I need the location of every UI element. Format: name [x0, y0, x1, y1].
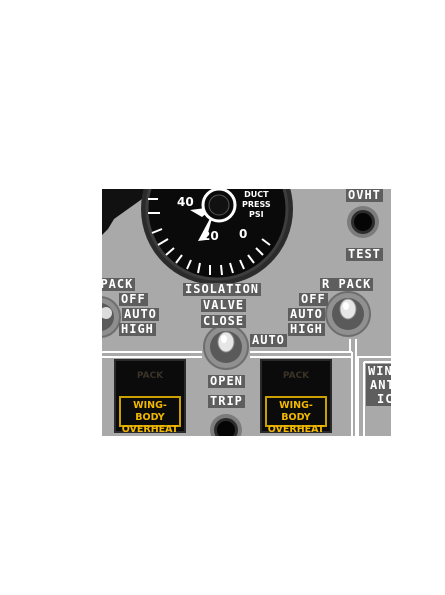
isolation-valve-auto: AUTO [250, 333, 287, 347]
gauge-label-psi: PSI [249, 210, 264, 219]
left-wing-body-overheat-light: WING-BODY OVERHEAT [119, 396, 181, 435]
ovht-label: OVHT [346, 189, 383, 202]
right-pack-off: OFF [299, 292, 328, 306]
panel-outline-lines [102, 339, 391, 436]
isolation-valve-switch[interactable] [205, 326, 247, 368]
trip-light-graphic [210, 414, 242, 436]
right-pack-switch-graphic [325, 291, 371, 337]
right-pack-high: HIGH [288, 322, 325, 336]
right-wbo-line2: OVERHEAT [267, 424, 325, 435]
gauge-bezel-shadow [102, 189, 152, 235]
gauge-tick-40: 40 [177, 195, 194, 209]
right-pack-switch[interactable] [327, 293, 369, 335]
right-pack-title: R PACK [320, 277, 374, 291]
left-pack-auto: AUTO [122, 307, 159, 321]
left-wing-body-overheat-annunciator: PACK WING-BODY OVERHEAT [114, 359, 186, 435]
right-wing-body-overheat-light: WING-BODY OVERHEAT [265, 396, 327, 435]
ovht-test-button-graphic [347, 206, 379, 238]
gauge-unit-label: DUCT PRESS PSI [242, 190, 271, 220]
gauge-tick-0-right: 0 [239, 227, 248, 241]
wing-anti-ice-label: WING ANTI ICE [366, 364, 391, 406]
isolation-valve-switch-graphic [203, 324, 249, 370]
gauge-label-press: PRESS [242, 200, 271, 209]
right-pack-auto: AUTO [288, 307, 325, 321]
test-label: TEST [346, 247, 383, 261]
isolation-valve-title-line1: ISOLATION [183, 282, 262, 296]
trip-label: TRIP [208, 394, 245, 408]
left-wbo-line1: WING-BODY [133, 400, 167, 423]
left-wbo-line2: OVERHEAT [121, 424, 179, 435]
left-pack-off: OFF [119, 292, 148, 306]
isolation-valve-close: CLOSE [201, 314, 247, 328]
gauge-label-duct: DUCT [244, 190, 269, 199]
panel-graphics [102, 189, 391, 436]
left-pack-switch-graphic [102, 296, 121, 338]
right-pack-annunciator-label: PACK [282, 371, 310, 381]
left-pack-annunciator-label: PACK [136, 371, 164, 381]
wing-anti-ice-line3: ICE [377, 392, 391, 406]
duct-pressure-gauge [141, 189, 293, 285]
gauge-tick-20: 20 [202, 229, 219, 243]
left-pack-switch[interactable] [102, 297, 122, 337]
isolation-valve-title-line2: VALVE [201, 298, 247, 312]
wing-anti-ice-line1: WING [368, 364, 391, 378]
wing-anti-ice-line2: ANTI [370, 378, 391, 392]
left-pack-high: HIGH [119, 322, 156, 336]
left-pack-title: L PACK [102, 278, 136, 291]
overhead-panel: 40 20 0 DUCT PRESS PSI OVHT TEST L PACK … [102, 189, 391, 436]
isolation-valve-open: OPEN [208, 374, 245, 388]
right-wing-body-overheat-annunciator: PACK WING-BODY OVERHEAT [260, 359, 332, 435]
ovht-test-button[interactable] [347, 206, 379, 238]
right-wbo-line1: WING-BODY [279, 400, 313, 423]
